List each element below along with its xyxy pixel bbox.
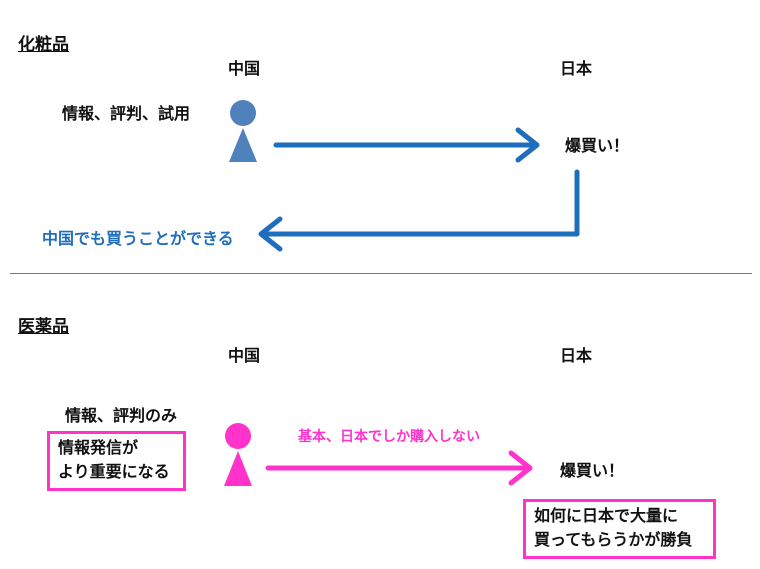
pharma-title: 医薬品 xyxy=(18,317,69,337)
pharma-japan-label: 日本 xyxy=(560,346,593,365)
pharma-left-callout-box: 情報発信が より重要になる xyxy=(47,431,186,491)
cosmetics-return-arrow xyxy=(258,169,580,252)
pharma-arrow-note: 基本、日本でしか購入しない xyxy=(298,429,480,445)
pharma-info-text: 情報、評判のみ xyxy=(65,406,178,425)
pharma-china-label: 中国 xyxy=(228,346,261,365)
pharma-left-callout-line2: より重要になる xyxy=(58,462,170,481)
cosmetics-forward-arrow xyxy=(273,127,540,163)
pharma-right-callout-line1: 如何に日本で大量に xyxy=(534,506,679,525)
cosmetics-return-note: 中国でも買うことができる xyxy=(42,229,234,248)
pharma-person-icon xyxy=(224,423,252,486)
pharma-bakugai-text: 爆買い！ xyxy=(560,461,625,480)
cosmetics-china-label: 中国 xyxy=(228,59,261,78)
pharma-forward-arrow xyxy=(265,450,533,486)
section-divider xyxy=(10,273,752,274)
cosmetics-title: 化粧品 xyxy=(18,35,69,55)
cosmetics-japan-label: 日本 xyxy=(560,59,593,78)
pharma-left-callout-line1: 情報発信が xyxy=(58,438,139,457)
cosmetics-bakugai-text: 爆買い！ xyxy=(565,136,630,155)
cosmetics-info-text: 情報、評判、試用 xyxy=(62,104,191,123)
pharma-right-callout-line2: 買ってもらうかが勝負 xyxy=(534,530,693,549)
cosmetics-person-icon xyxy=(229,100,257,162)
pharma-right-callout-box: 如何に日本で大量に 買ってもらうかが勝負 xyxy=(523,499,716,559)
